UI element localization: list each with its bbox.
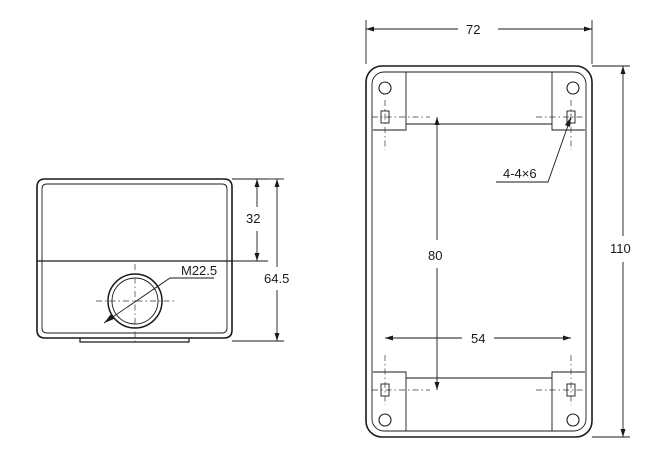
top-inner-pocket <box>373 72 585 431</box>
dim-54-arrow-left <box>385 335 393 341</box>
dim-80-arrow-bottom <box>434 382 440 390</box>
corner-screw-hole-top-right <box>566 81 580 95</box>
thread-leader-arrow <box>104 314 114 323</box>
dim-64-5-label: 64.5 <box>264 271 289 286</box>
dim-110-label: 110 <box>610 241 631 256</box>
dim-110-arrow-bottom <box>620 429 626 437</box>
front-base-foot <box>79 338 190 343</box>
dim-72-arrow-right <box>584 26 592 32</box>
corner-screw-hole-top-left <box>378 81 392 95</box>
mounting-holes-label: 4-4×6 <box>503 166 537 181</box>
dim-64-5-arrow-bottom <box>274 333 280 341</box>
dim-54-label: 54 <box>471 331 485 346</box>
corner-screw-hole-bottom-right <box>566 413 580 427</box>
dim-110-arrow-top <box>620 66 626 74</box>
top-view: 72 110 80 54 4-4×6 <box>365 20 631 438</box>
corner-screw-hole-bottom-left <box>378 413 392 427</box>
thread-leader-line <box>103 277 214 324</box>
dim-72-arrow-left <box>366 26 374 32</box>
mounting-holes-leader-arrow <box>565 117 571 127</box>
dim-32-arrow-bottom <box>254 253 260 261</box>
dim-72-label: 72 <box>466 22 480 37</box>
dim-32-arrow-top <box>254 179 260 187</box>
front-housing-inner-outline <box>41 183 228 334</box>
front-view: M22.5 32 64.5 <box>36 178 289 343</box>
top-housing-outline <box>365 65 593 438</box>
dim-80-arrow-top <box>434 117 440 125</box>
dim-80-label: 80 <box>428 248 442 263</box>
front-housing-outline <box>36 178 233 339</box>
dim-32-label: 32 <box>246 211 260 226</box>
thread-label: M22.5 <box>181 263 217 278</box>
top-housing-inner-outline <box>371 71 587 432</box>
mounting-holes-leader <box>496 116 572 183</box>
dim-64-5-arrow-top <box>274 179 280 187</box>
dim-54-arrow-right <box>563 335 571 341</box>
